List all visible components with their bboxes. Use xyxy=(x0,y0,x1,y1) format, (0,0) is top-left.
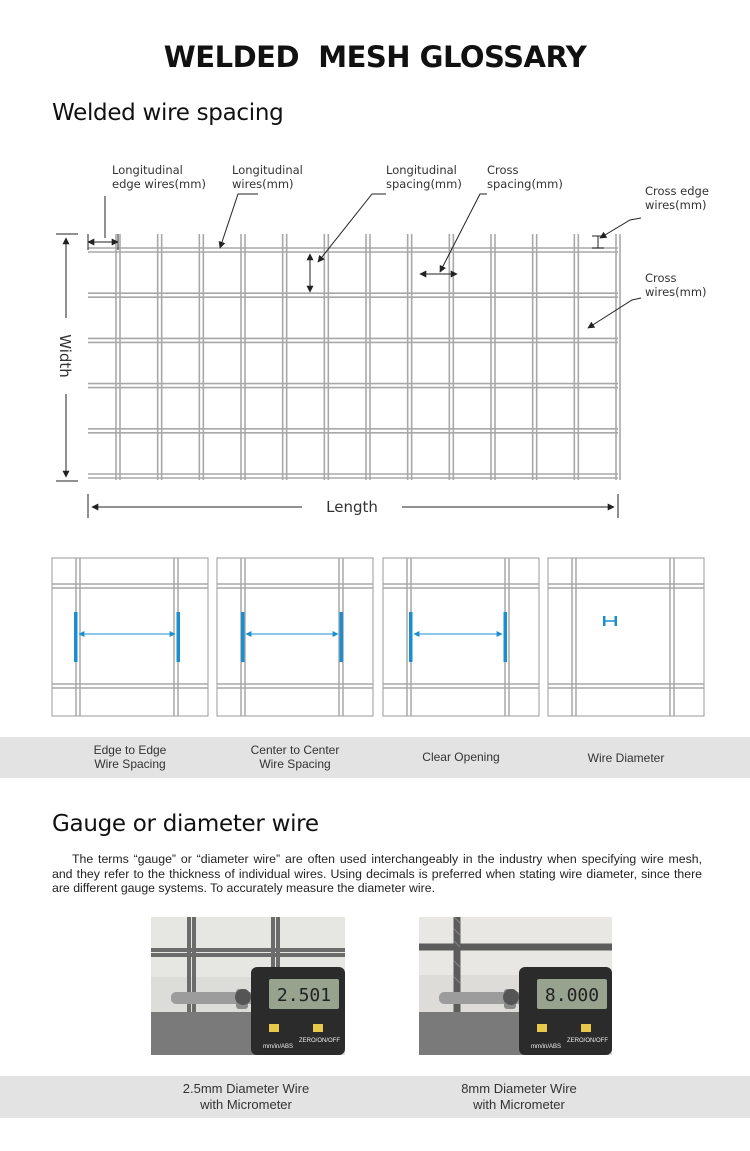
label-cross-edge-2: wires(mm) xyxy=(645,198,707,212)
caption-center-to-center: Center to Center Wire Spacing xyxy=(250,743,340,771)
micrometer-photo-8mm: 8.000 mm/in/ABS ZERO/ON/OFF xyxy=(419,917,612,1055)
caption-2-5mm: 2.5mm Diameter Wire with Micrometer xyxy=(182,1081,310,1112)
length-label: Length xyxy=(326,498,378,516)
page-title: WELDED MESH GLOSSARY xyxy=(163,40,587,74)
marker-bar xyxy=(339,612,343,662)
photo-caption-band: 2.5mm Diameter Wire with Micrometer 8mm … xyxy=(0,1076,750,1118)
diameter-bar xyxy=(603,616,606,626)
mesh-diagram: Longitudinal edge wires(mm) Longitudinal… xyxy=(56,163,709,518)
label-longitudinal-spacing-2: spacing(mm) xyxy=(386,177,462,191)
marker-bar xyxy=(241,612,245,662)
svg-text:mm/in/ABS: mm/in/ABS xyxy=(263,1044,293,1050)
caption-edge-to-edge: Edge to Edge Wire Spacing xyxy=(93,743,167,771)
label-longitudinal-edge: Longitudinal xyxy=(112,163,183,177)
callout-cross-wires xyxy=(587,297,642,329)
label-longitudinal-edge-2: edge wires(mm) xyxy=(112,177,206,191)
readout-8mm: 8.000 xyxy=(545,985,599,1006)
spacing-panels xyxy=(51,557,705,717)
label-cross-spacing-2: spacing(mm) xyxy=(487,177,563,191)
callout-cross-spacing xyxy=(439,193,487,273)
svg-text:ZERO/ON/OFF: ZERO/ON/OFF xyxy=(299,1038,340,1044)
width-label: Width xyxy=(56,334,74,378)
callout-cross-edge xyxy=(599,217,642,239)
callout-longitudinal-wires xyxy=(218,193,258,249)
gauge-intro-paragraph: The terms “gauge” or “diameter wire” are… xyxy=(52,852,702,896)
label-longitudinal-wires-2: wires(mm) xyxy=(232,177,294,191)
mesh-grid xyxy=(88,234,621,480)
label-cross-edge: Cross edge xyxy=(645,184,709,198)
label-longitudinal-spacing: Longitudinal xyxy=(386,163,457,177)
svg-text:mm/in/ABS: mm/in/ABS xyxy=(531,1044,561,1050)
marker-bar xyxy=(503,612,507,662)
readout-2-5mm: 2.501 xyxy=(277,985,331,1006)
label-cross-wires: Cross xyxy=(645,271,677,285)
marker-bar xyxy=(176,612,180,662)
caption-8mm: 8mm Diameter Wire with Micrometer xyxy=(461,1081,577,1112)
label-cross-wires-2: wires(mm) xyxy=(645,285,707,299)
section-title-gauge: Gauge or diameter wire xyxy=(52,811,319,837)
caption-wire-diameter: Wire Diameter xyxy=(587,751,665,765)
callout-longitudinal-spacing xyxy=(317,193,386,263)
micrometer-photo-2-5mm: 2.501 mm/in/ABS ZERO/ON/OFF xyxy=(151,917,345,1055)
caption-clear-opening: Clear Opening xyxy=(422,750,500,764)
label-cross-spacing: Cross xyxy=(487,163,519,177)
label-longitudinal-wires: Longitudinal xyxy=(232,163,303,177)
marker-bar xyxy=(74,612,78,662)
marker-bar xyxy=(409,612,413,662)
spacing-caption-band: Edge to Edge Wire Spacing Center to Cent… xyxy=(0,737,750,778)
section-title-spacing: Welded wire spacing xyxy=(52,100,284,126)
svg-text:ZERO/ON/OFF: ZERO/ON/OFF xyxy=(567,1038,608,1044)
diameter-bar xyxy=(614,616,617,626)
